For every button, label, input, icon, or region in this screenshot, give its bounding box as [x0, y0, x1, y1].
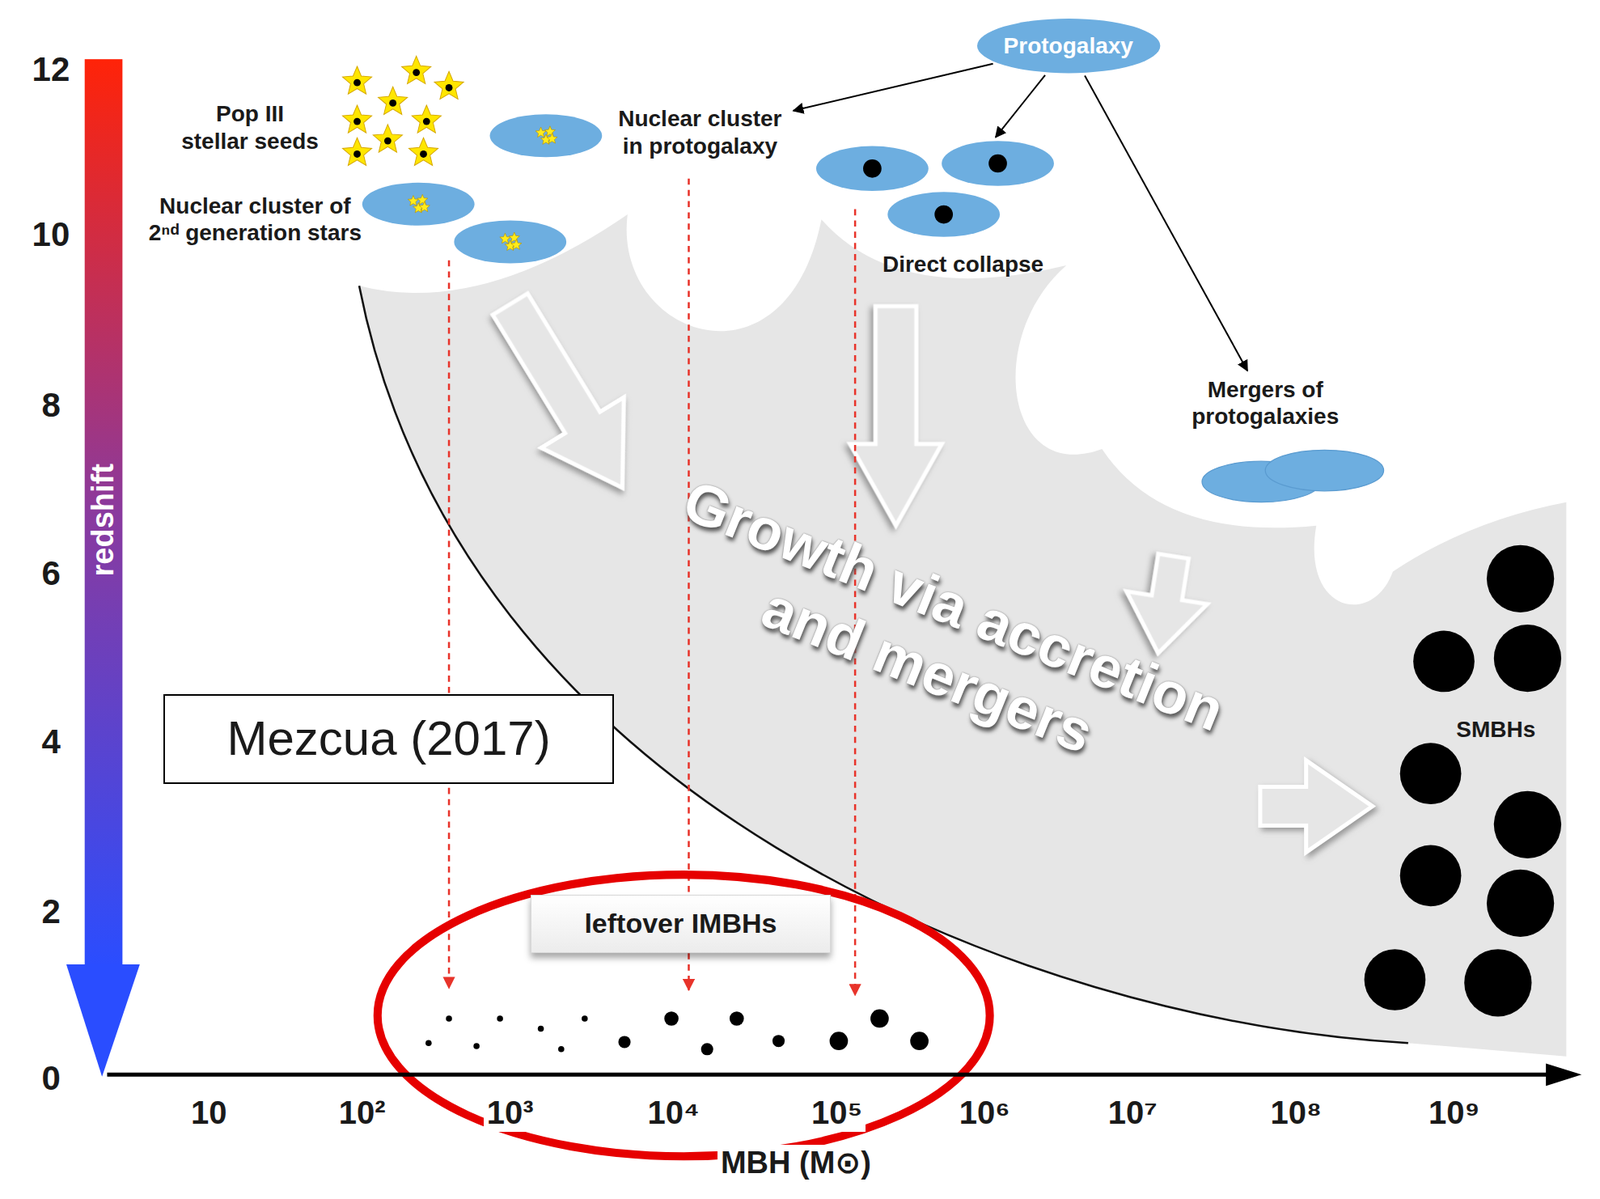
tick-label: 10⁷: [1104, 1092, 1161, 1132]
growth-arrow: [850, 305, 943, 525]
connector-arrow: [793, 63, 994, 111]
protogalaxy-ellipse: Protogalaxy: [976, 17, 1161, 74]
imbh-dot: [664, 1011, 679, 1026]
tick-label: 10⁶: [956, 1092, 1014, 1132]
tick-label: 10⁸: [1267, 1092, 1325, 1132]
imbh-dot: [537, 1025, 545, 1033]
tick-label: 10⁹: [1425, 1092, 1483, 1132]
smbh-label: SMBHs: [1456, 715, 1536, 744]
tick-label: 0: [42, 1058, 61, 1099]
imbh-dot: [617, 1035, 631, 1048]
tick-label: 4: [42, 721, 61, 762]
growth-arrow: [469, 279, 665, 514]
node-text: leftover IMBHs: [584, 906, 777, 940]
highlight-ellipse: [377, 874, 991, 1156]
node-text: Mezcua (2017): [227, 709, 551, 768]
mass-arrowhead: [1545, 1062, 1582, 1086]
node-text: Nuclear cluster in protogalaxy: [613, 105, 788, 160]
smbh-circle: [1400, 845, 1462, 907]
axis-title: redshift: [84, 463, 123, 576]
seed-label: Nuclear cluster of 2ⁿᵈ generation stars: [145, 192, 365, 247]
tick-label: 10²: [335, 1092, 390, 1132]
axis-title: MBH (M⊙): [717, 1144, 875, 1182]
imbh-dot: [829, 1031, 849, 1050]
direct-collapse-group: Direct collapse: [816, 139, 1062, 278]
tick-label: 10: [32, 214, 71, 255]
smbh-circle: [1413, 630, 1475, 693]
smbh-circle: [1486, 869, 1554, 937]
smbh-circle: [1400, 742, 1462, 805]
redshift-bar: [84, 59, 123, 968]
merger-label-node: Mergers of protogalaxies: [1180, 373, 1350, 433]
imbh-dot: [581, 1015, 589, 1022]
growth-arrow: [1260, 760, 1373, 853]
smbh-circle: [1494, 791, 1562, 859]
tick-label: 10⁵: [808, 1092, 866, 1132]
seed-label-node: Nuclear cluster in protogalaxy: [609, 102, 791, 162]
imbh-dot: [729, 1011, 745, 1026]
leftover-box: leftover IMBHs: [530, 894, 831, 953]
growth-region: [359, 214, 1567, 1057]
tick-label: 8: [42, 385, 61, 426]
smbh-circle: [1494, 624, 1562, 692]
node-text: Mergers of protogalaxies: [1184, 376, 1347, 431]
tick-label: 2: [42, 891, 61, 932]
redshift-arrowhead: [66, 964, 140, 1077]
imbh-dot: [473, 1042, 480, 1050]
imbh-dot: [772, 1034, 785, 1047]
imbh-dot: [425, 1039, 432, 1046]
cluster-ellipses: [362, 114, 602, 263]
node-text: Protogalaxy: [1003, 32, 1134, 60]
tick-label: 6: [42, 553, 61, 594]
tick-label: 10: [187, 1092, 231, 1132]
tick-label: 10³: [483, 1092, 538, 1132]
smbh-circle: [1486, 545, 1554, 613]
smbh-circle: [1464, 948, 1532, 1016]
imbh-dot: [558, 1045, 565, 1053]
smbh-circle: [1364, 948, 1427, 1011]
connector-arrow: [995, 75, 1046, 138]
citation-box: Mezcua (2017): [163, 694, 615, 784]
merger-ellipses: [1202, 449, 1385, 502]
imbh-dot: [445, 1015, 453, 1022]
mass-axis: [106, 1072, 1551, 1077]
imbh-dot: [870, 1009, 889, 1029]
imbh-dot: [701, 1042, 714, 1055]
region-outline: [359, 285, 1409, 1043]
popiii-stars: [342, 55, 464, 166]
connector-arrow: [1084, 76, 1248, 372]
seed-label: Pop III stellar seeds: [180, 100, 320, 155]
imbh-dot: [910, 1031, 929, 1050]
tick-label: 12: [32, 49, 71, 90]
node-text: Direct collapse: [882, 250, 1044, 279]
tick-label: 10⁴: [644, 1092, 703, 1132]
imbh-dot: [496, 1015, 504, 1022]
seed-line: [448, 260, 451, 988]
